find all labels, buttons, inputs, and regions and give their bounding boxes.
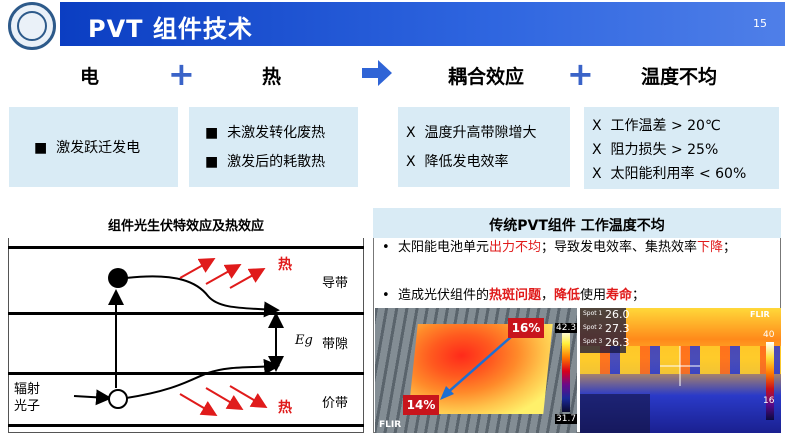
temperature-scale-bar-2 <box>766 342 774 420</box>
plus-icon-2: + <box>567 55 594 93</box>
flir-logo: FLIR <box>379 420 402 430</box>
spot-readout-box <box>580 308 626 353</box>
band-diagram-title: 组件光生伏特效应及热效应 <box>107 219 264 234</box>
thermal-bullet-1: • 太阳能电池单元出力不均；导致发电效率、集热效率下降； <box>382 240 737 255</box>
box-temperature-line1: X 工作温差 > 20℃ <box>592 118 721 134</box>
high-efficiency-badge: 16% <box>508 318 544 338</box>
university-logo <box>8 2 56 50</box>
valence-band-label: 价带 <box>322 396 349 411</box>
box-coupling <box>398 107 570 187</box>
temperature-scale-bar <box>562 330 570 412</box>
bandgap-label: 带隙 <box>322 337 349 352</box>
band-diagram-graphics <box>73 258 284 417</box>
logo-inner-ring <box>17 11 47 41</box>
electron-dot <box>108 268 128 288</box>
band-line-top <box>8 246 364 249</box>
thermal-bullet-2: • 造成光伏组件的热斑问题，降低使用寿命； <box>382 288 646 303</box>
box-temperature-line2: X 阻力损失 > 25% <box>592 142 719 158</box>
flir-logo-2: FLIR <box>750 310 770 319</box>
box-heat <box>189 107 358 187</box>
flow-temperature: 温度不均 <box>641 66 718 88</box>
valence-band-line <box>8 372 364 375</box>
eg-symbol: Eg <box>295 333 313 348</box>
band-line-bottom <box>8 424 364 427</box>
slide-number: 15 <box>753 17 767 30</box>
conduction-band-label: 导带 <box>322 276 349 291</box>
plus-icon-1: + <box>168 55 195 93</box>
conduction-band-line <box>8 312 364 315</box>
box-power <box>9 107 178 187</box>
scale2-bottom-value: 16 <box>763 396 775 406</box>
thermal-panel-title: 传统PVT组件 工作温度不均 <box>489 218 665 234</box>
spot2-value: 27.3 <box>605 322 630 335</box>
photon-label: 辐射 光子 <box>14 382 41 414</box>
thermal-image-2: Spot 1 26.0 Spot 2 27.3 Spot 3 26.3 40 1… <box>580 308 781 433</box>
spot3-label: Spot 3 <box>583 338 603 345</box>
box-heat-line1: ■ 未激发转化废热 <box>205 125 326 141</box>
scale-bottom-value: 31.7 <box>555 414 577 424</box>
thermal-panel-header <box>373 208 781 238</box>
slide-title: PVT 组件技术 <box>88 15 253 43</box>
low-efficiency-badge: 14% <box>403 395 439 415</box>
spot2-label: Spot 2 <box>583 324 603 331</box>
box-temperature <box>584 107 779 189</box>
box-temperature-line3: X 太阳能利用率 < 60% <box>592 166 747 182</box>
info-overlay <box>580 394 650 433</box>
flow-coupling: 耦合效应 <box>448 66 525 88</box>
band-diagram-header <box>8 208 364 238</box>
callout-arrow <box>440 335 513 400</box>
box-power-text: ■ 激发跃迁发电 <box>34 140 141 156</box>
spot1-label: Spot 1 <box>583 310 603 317</box>
heat-label-bottom: 热 <box>278 400 292 416</box>
hole-dot <box>108 389 128 409</box>
heat-label-top: 热 <box>278 257 292 273</box>
arrow-right-icon <box>362 60 392 86</box>
box-coupling-line2: X 降低发电效率 <box>406 154 509 170</box>
scale2-top-value: 40 <box>763 330 775 340</box>
spot3-value: 26.3 <box>605 336 630 349</box>
flow-electric: 电 <box>80 66 100 88</box>
box-heat-line2: ■ 激发后的耗散热 <box>205 154 326 170</box>
scale-top-value: 42.3 <box>555 323 577 333</box>
crosshair-icon <box>660 346 700 386</box>
flow-heat: 热 <box>262 66 282 88</box>
spot1-value: 26.0 <box>605 308 630 321</box>
title-bar <box>60 2 785 46</box>
box-coupling-line1: X 温度升高带隙增大 <box>406 125 537 141</box>
